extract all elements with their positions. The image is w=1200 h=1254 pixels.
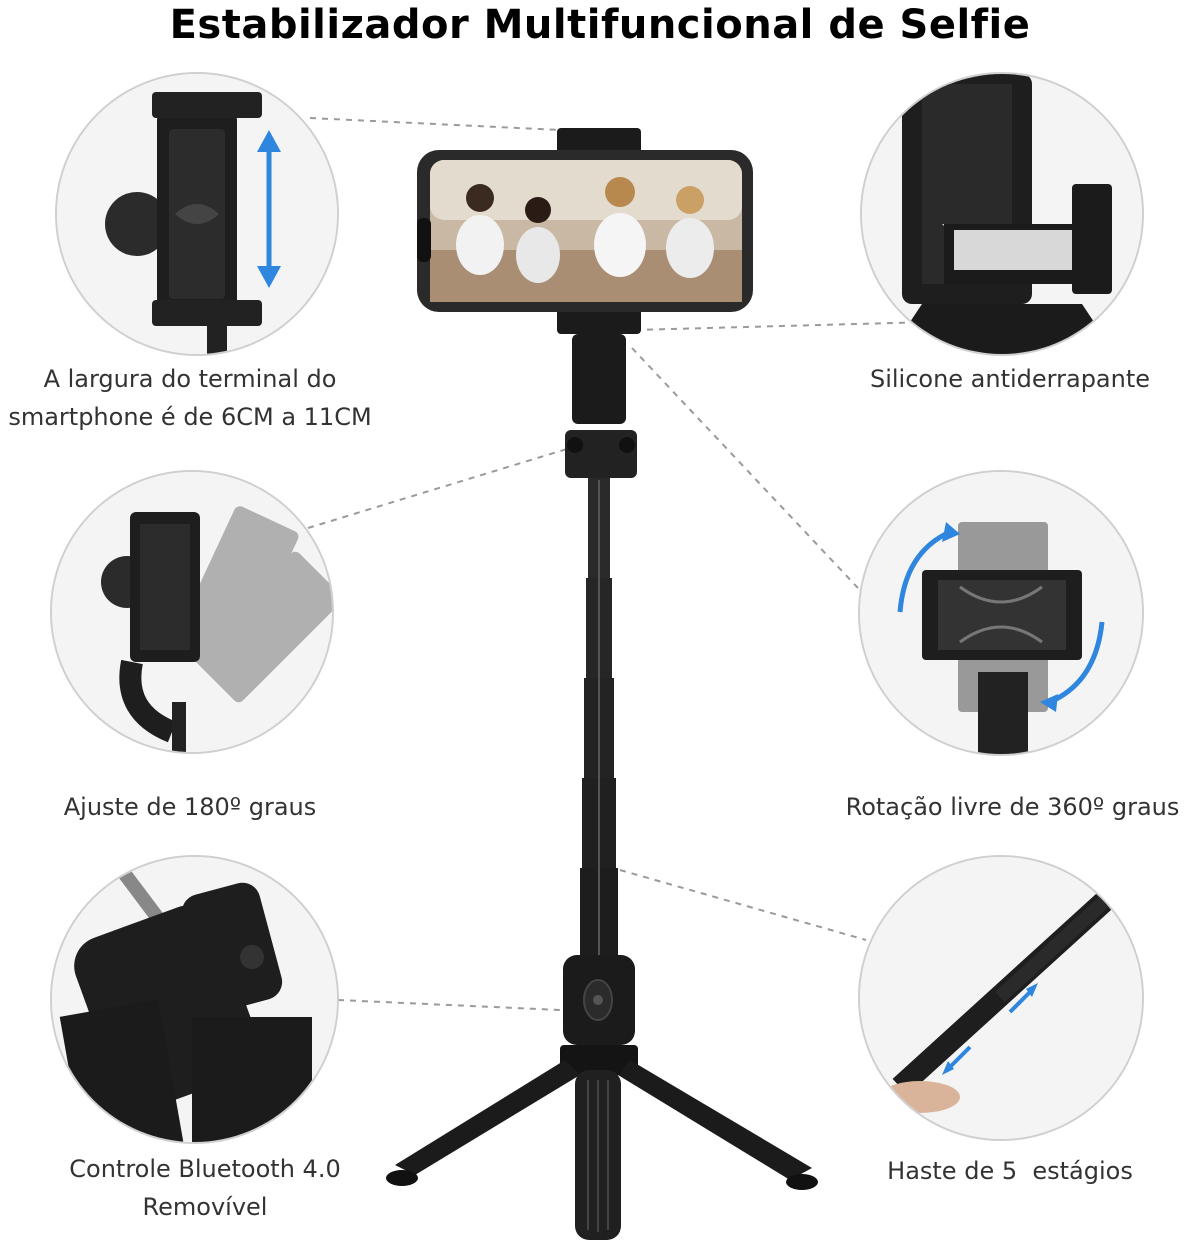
caption-haste: Haste de 5 estágios bbox=[830, 1152, 1190, 1190]
up-down-arrow-icon bbox=[257, 130, 281, 288]
page-title: Estabilizador Multifuncional de Selfie bbox=[169, 2, 1031, 48]
caption-silicone: Silicone antiderrapante bbox=[820, 360, 1200, 398]
caption-bluetooth: Controle Bluetooth 4.0 Removível bbox=[20, 1150, 390, 1226]
caption-line: Rotação livre de 360º graus bbox=[845, 793, 1180, 821]
feature-image-360-rotation bbox=[858, 470, 1144, 756]
caption-line: Silicone antiderrapante bbox=[869, 365, 1151, 393]
feature-image-telescopic-pole bbox=[858, 855, 1144, 1141]
feature-image-clamp-width bbox=[55, 72, 339, 356]
caption-line: Removível bbox=[142, 1193, 268, 1221]
extend-arrows-icon bbox=[942, 983, 1038, 1075]
feature-image-180-adjust bbox=[50, 470, 334, 754]
connector-silicone bbox=[634, 321, 931, 331]
caption-line: Haste de 5 estágios bbox=[887, 1157, 1133, 1185]
caption-360-rotation: Rotação livre de 360º graus bbox=[825, 788, 1200, 826]
connector-bluetooth bbox=[337, 999, 561, 1011]
connector-adjust bbox=[307, 447, 571, 529]
caption-line: smartphone é de 6CM a 11CM bbox=[8, 403, 372, 431]
rotate-arrows-icon bbox=[897, 529, 1105, 705]
caption-line: Ajuste de 180º graus bbox=[63, 793, 317, 821]
feature-image-bluetooth-remote bbox=[50, 855, 339, 1144]
connector-width bbox=[309, 117, 561, 131]
caption-clamp-width: A largura do terminal do smartphone é de… bbox=[0, 360, 380, 436]
caption-line: Controle Bluetooth 4.0 bbox=[69, 1155, 341, 1183]
feature-image-silicone bbox=[860, 72, 1144, 356]
caption-180-adjust: Ajuste de 180º graus bbox=[10, 788, 370, 826]
caption-line: A largura do terminal do bbox=[43, 365, 337, 393]
